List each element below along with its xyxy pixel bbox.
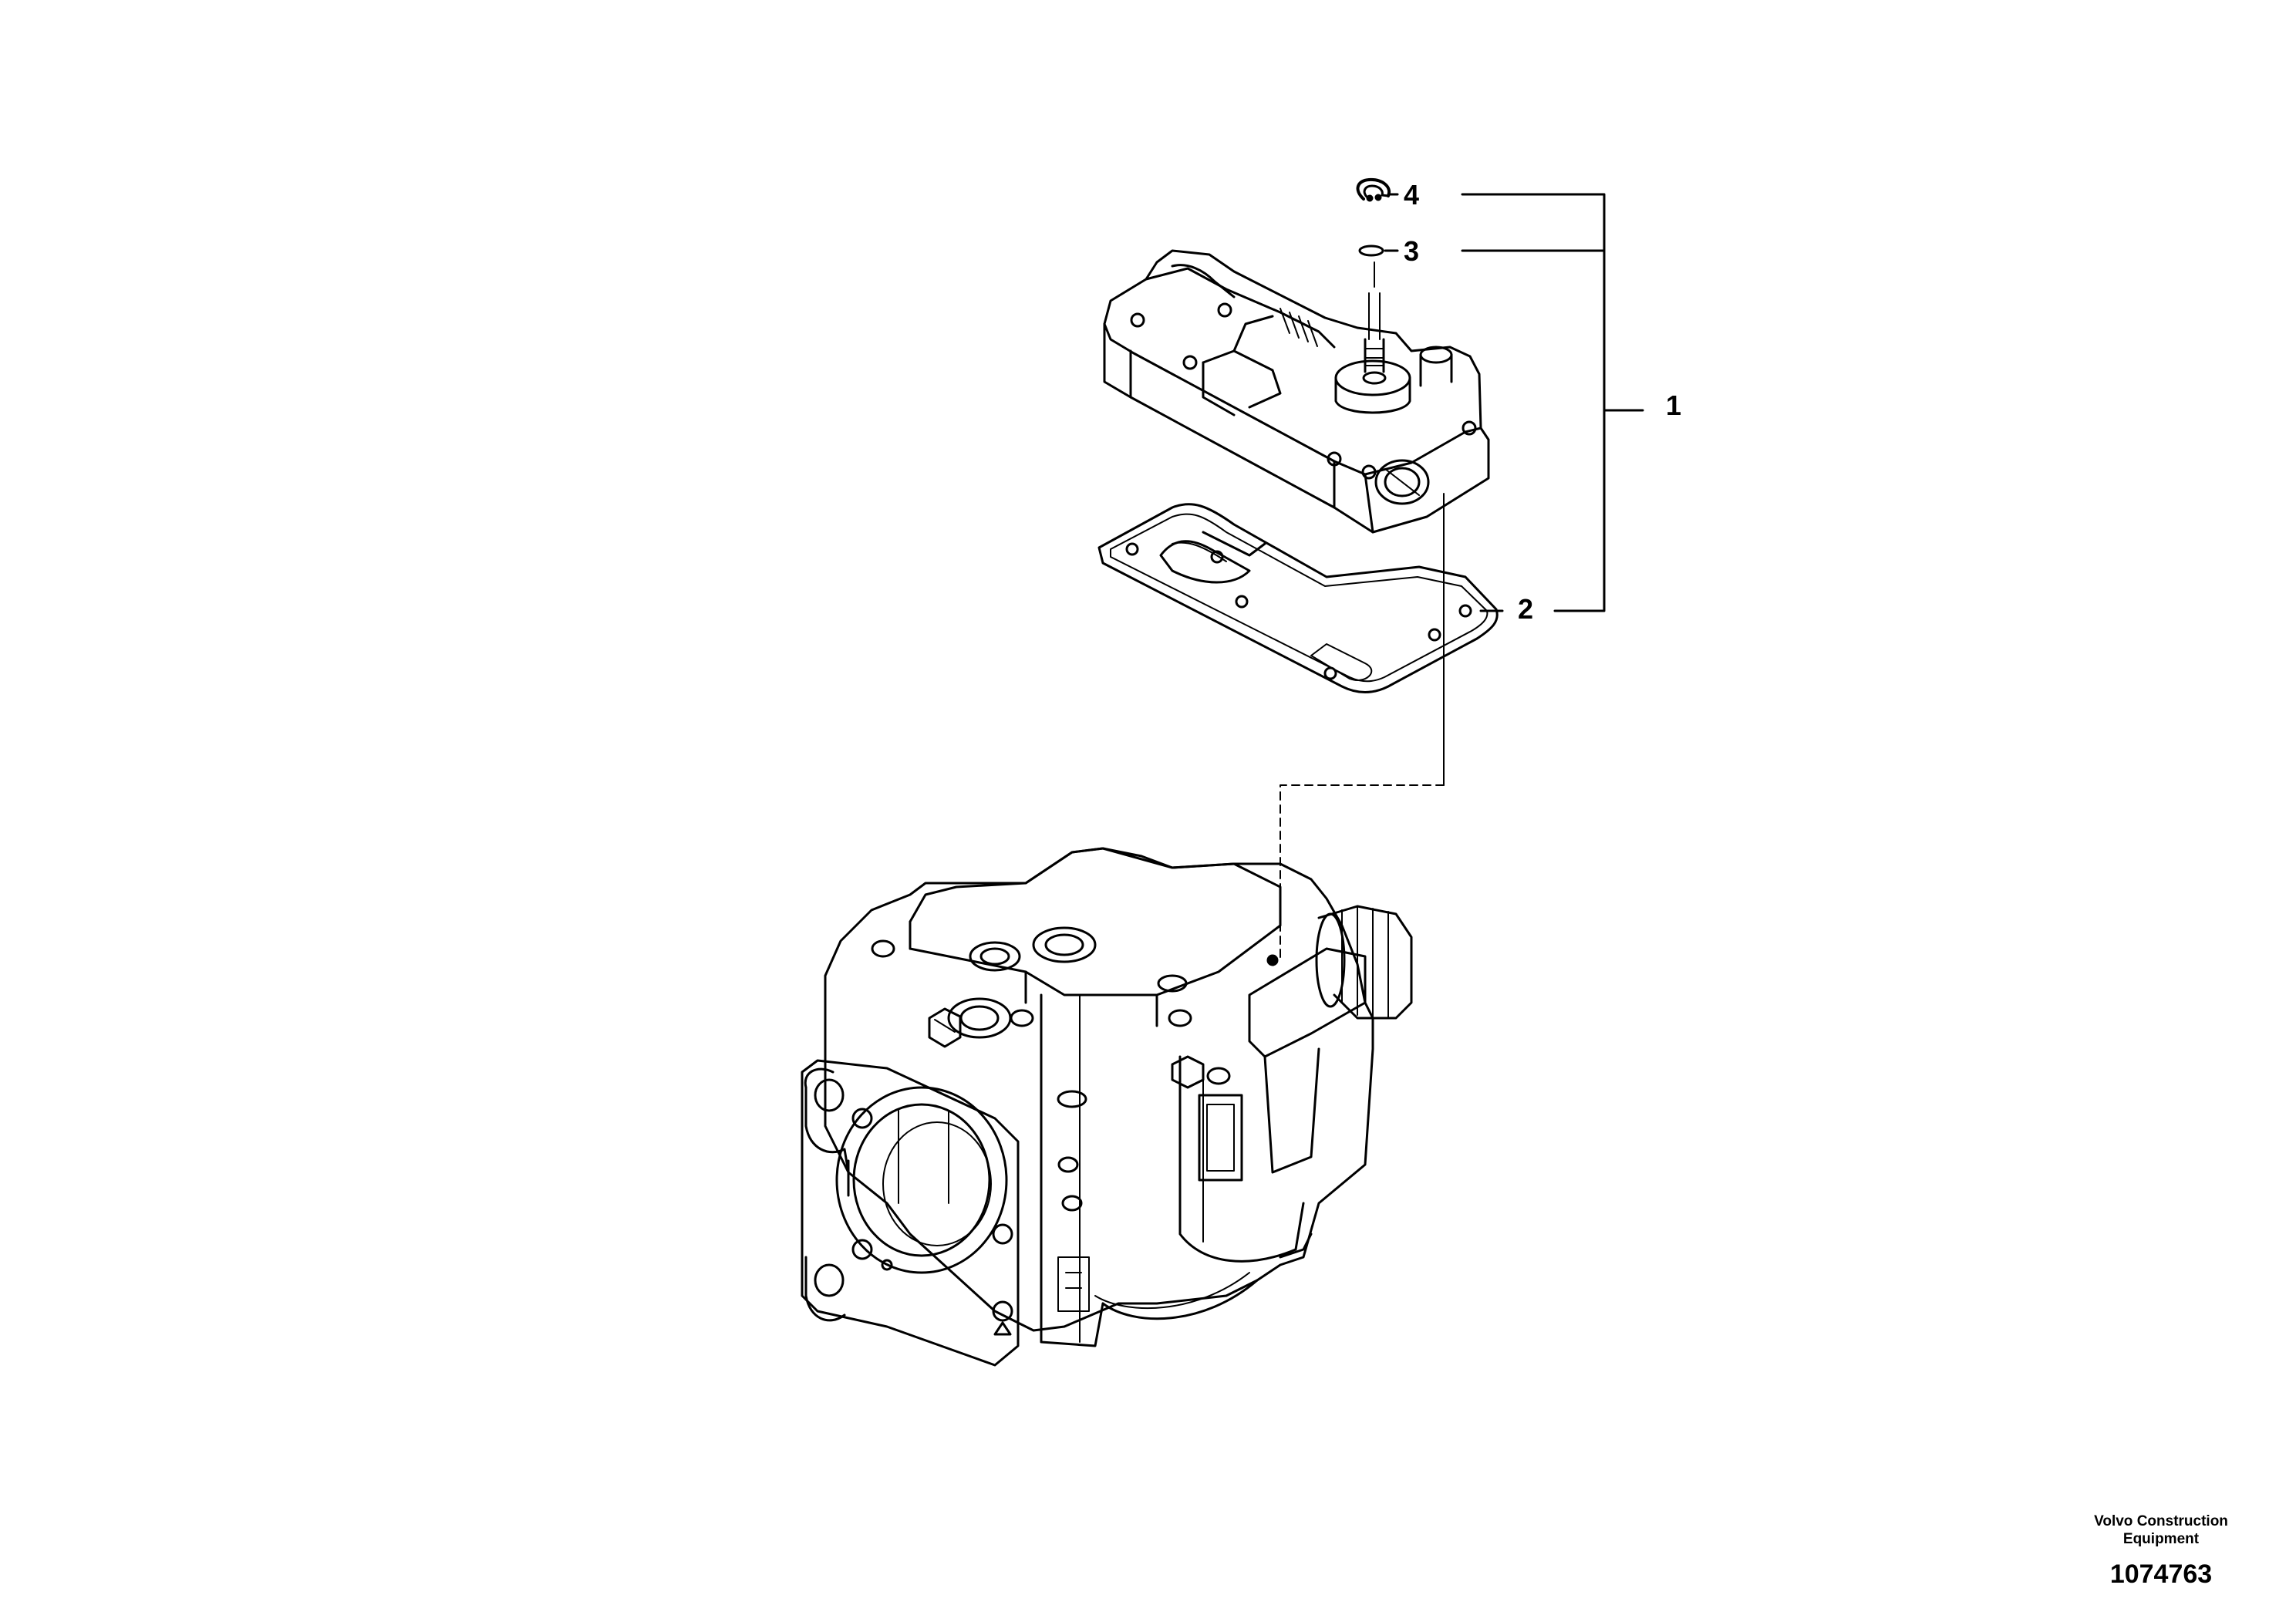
footer-figure-number: 1074763 [2109, 1560, 2213, 1589]
circlip-icon [1356, 177, 1391, 202]
pump-housing [801, 847, 1413, 1367]
callout-label-2: 2 [1518, 593, 1534, 625]
footer-company-name: Volvo Construction Equipment [2094, 1512, 2228, 1548]
callout-label-1: 1 [1666, 389, 1682, 421]
o-ring-icon [1358, 244, 1384, 257]
callout-label-4: 4 [1404, 179, 1420, 211]
control-cover [1103, 249, 1490, 534]
gasket [1097, 503, 1499, 693]
callout-label-3: 3 [1404, 235, 1420, 267]
callout-leaders [1279, 193, 1644, 961]
